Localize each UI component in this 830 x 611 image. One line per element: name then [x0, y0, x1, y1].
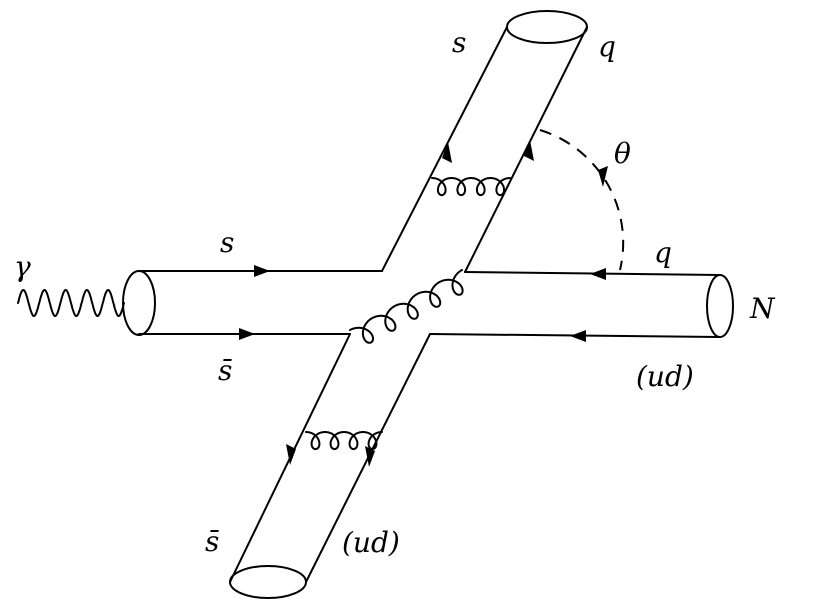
arrow-q-right	[590, 268, 606, 280]
right-tube	[429, 268, 734, 342]
label-ud-bottom: (ud)	[342, 526, 400, 559]
s-quark-line-top	[381, 26, 508, 272]
label-sbar-left: s̄	[218, 354, 233, 387]
label-ud-right: (ud)	[636, 360, 694, 393]
arrow-q-top	[524, 140, 534, 161]
label-q-top: q	[598, 30, 616, 63]
bottom-tube	[229, 333, 431, 599]
photon-line	[17, 289, 125, 317]
arrow-ud-right	[570, 330, 586, 342]
label-photon: γ	[14, 250, 31, 283]
bottom-tube-end	[229, 565, 307, 599]
gluon-top	[431, 177, 511, 197]
right-tube-end	[706, 274, 734, 338]
arrow-sbar-bottom	[286, 444, 296, 465]
gluon-center	[349, 269, 464, 344]
label-s-top: s	[452, 26, 466, 59]
theta-arrow	[598, 166, 608, 187]
label-N: N	[749, 292, 776, 325]
arrow-sbar-left	[239, 328, 255, 340]
label-theta: θ	[614, 137, 631, 170]
gluon-bottom	[305, 431, 383, 451]
label-s-left: s	[220, 226, 234, 259]
theta-angle-arc	[539, 129, 625, 271]
left-tube	[122, 265, 383, 340]
arrow-ud-bottom	[365, 446, 375, 467]
arrow-s-top	[442, 142, 452, 163]
label-sbar-bottom: s̄	[205, 525, 220, 558]
top-tube-end	[506, 10, 588, 44]
label-q-right: q	[654, 236, 672, 269]
q-quark-line-top	[464, 26, 588, 273]
top-tube	[381, 10, 588, 273]
arrow-s-left	[254, 265, 270, 277]
left-tube-end	[122, 270, 156, 336]
